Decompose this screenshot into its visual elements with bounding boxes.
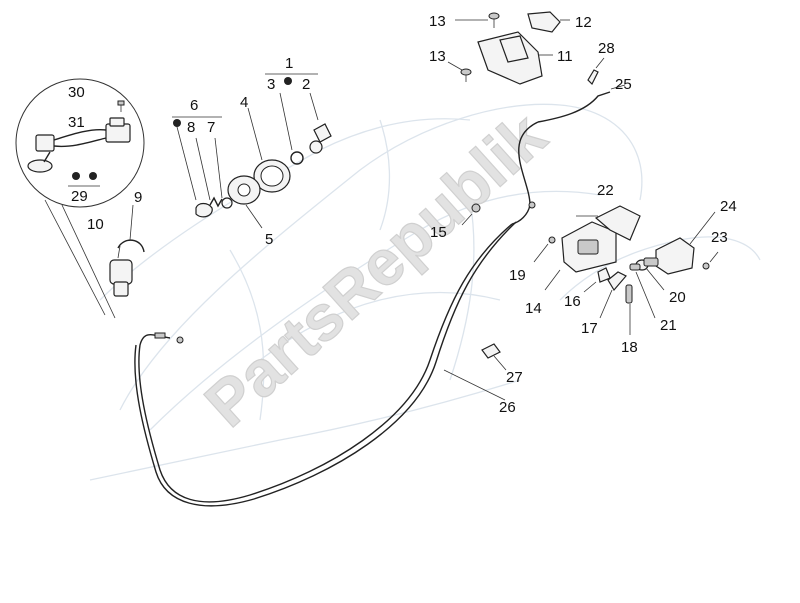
callout-7: 7 [207,119,215,136]
callout-13-lower: 13 [429,48,446,65]
callout-23: 23 [711,229,728,246]
callout-27: 27 [506,369,523,386]
seat-lock-mechanism [461,203,719,371]
inset-detail-circle [15,78,145,319]
callout-24: 24 [720,198,737,215]
callout-11: 11 [557,48,573,65]
callout-17: 17 [581,320,598,337]
callout-19: 19 [509,267,526,284]
callout-14: 14 [525,300,542,317]
callout-16: 16 [564,293,581,310]
callout-9: 9 [134,189,142,206]
callout-22: 22 [597,182,614,199]
callout-4: 4 [240,94,248,111]
callout-28: 28 [598,40,615,57]
callout-30: 30 [68,84,85,101]
callout-18: 18 [621,339,638,356]
callout-1: 1 [285,55,293,72]
callout-25: 25 [615,76,632,93]
ignition-lock-assembly [172,73,332,229]
callout-10: 10 [87,216,104,233]
callout-8: 8 [187,119,195,136]
callout-26: 26 [499,399,516,416]
callout-13-upper: 13 [429,13,446,30]
upper-bracket [447,11,605,86]
horn-parts [109,204,145,297]
scooter-frame-outline [89,103,761,481]
release-cables [134,84,626,507]
callout-21: 21 [660,317,677,334]
callout-6: 6 [190,97,198,114]
callout-12: 12 [575,14,592,31]
callout-5: 5 [265,231,273,248]
callout-2: 2 [302,76,310,93]
callout-20: 20 [669,289,686,306]
callout-labels: 1 2 3 4 5 6 7 8 9 10 11 12 13 13 14 15 1… [68,13,737,416]
callout-29: 29 [71,188,88,205]
watermark: PartsRepublik [191,99,559,441]
callout-3: 3 [267,76,275,93]
callout-31: 31 [68,114,85,131]
callout-15: 15 [430,224,447,241]
